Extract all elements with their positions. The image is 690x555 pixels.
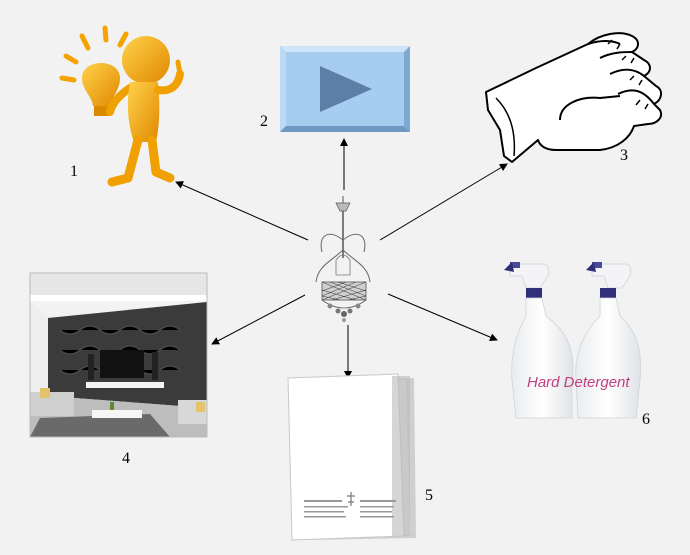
arrows bbox=[175, 138, 508, 379]
living-room-photo bbox=[29, 272, 208, 438]
spray-bottle-right bbox=[575, 262, 641, 419]
item-number-3: 3 bbox=[620, 147, 628, 164]
arrow-to-1 bbox=[175, 181, 309, 241]
item-number-4: 4 bbox=[122, 450, 130, 467]
detergent-label: Hard Detergent bbox=[527, 374, 630, 391]
arrow-to-4 bbox=[211, 294, 306, 345]
item-number-1: 1 bbox=[70, 163, 78, 180]
play-button-icon[interactable] bbox=[280, 46, 410, 132]
chandelier-icon bbox=[315, 196, 371, 322]
lightbulb-character-icon bbox=[59, 25, 184, 187]
arrow-to-6 bbox=[387, 293, 498, 341]
glove-icon bbox=[485, 32, 662, 163]
item-number-2: 2 bbox=[260, 113, 268, 130]
document-pages-icon bbox=[287, 373, 416, 541]
arrow-to-3 bbox=[379, 163, 508, 241]
item-number-6: 6 bbox=[642, 411, 650, 428]
item-number-5: 5 bbox=[425, 487, 433, 504]
spray-bottle-left bbox=[504, 262, 574, 419]
spray-bottles-icon: Hard Detergent bbox=[504, 262, 641, 419]
